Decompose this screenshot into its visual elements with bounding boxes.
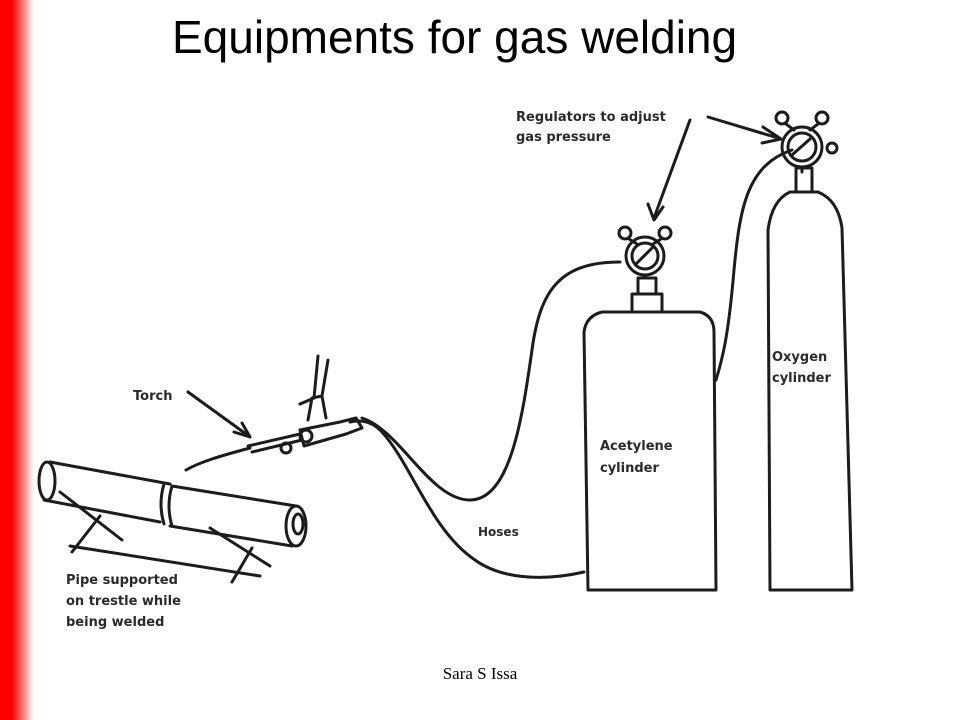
oxygen-regulator: [774, 110, 839, 174]
pipe-label-line3: being welded: [66, 615, 164, 630]
left-accent-bar: [0, 0, 34, 720]
slide-footer: Sara S Issa: [442, 664, 518, 683]
slide-title: Equipments for gas welding: [172, 11, 738, 63]
acetylene-label-line2: cylinder: [600, 461, 659, 476]
pipe-label-line2: on trestle while: [66, 594, 181, 609]
oxygen-label: Oxygen: [772, 350, 827, 365]
acetylene-regulator: [617, 225, 673, 280]
hoses-label: Hoses: [478, 525, 519, 539]
diagram-labels: Regulators to adjust gas pressure Oxygen…: [66, 110, 831, 630]
hoses: [348, 148, 794, 579]
regulator-arrows: [646, 115, 783, 222]
regulators-label-line2: gas pressure: [516, 130, 611, 145]
regulators-label: Regulators to adjust: [516, 110, 666, 125]
trestle: [58, 490, 272, 584]
acetylene-label: Acetylene: [600, 439, 673, 454]
torch-arrow: [186, 390, 252, 439]
pipe: [37, 460, 308, 548]
acetylene-cylinder: [582, 276, 718, 592]
torch-label: Torch: [133, 389, 172, 404]
torch: [184, 354, 364, 472]
oxygen-label-line2: cylinder: [772, 371, 831, 386]
pipe-label: Pipe supported: [66, 573, 178, 588]
